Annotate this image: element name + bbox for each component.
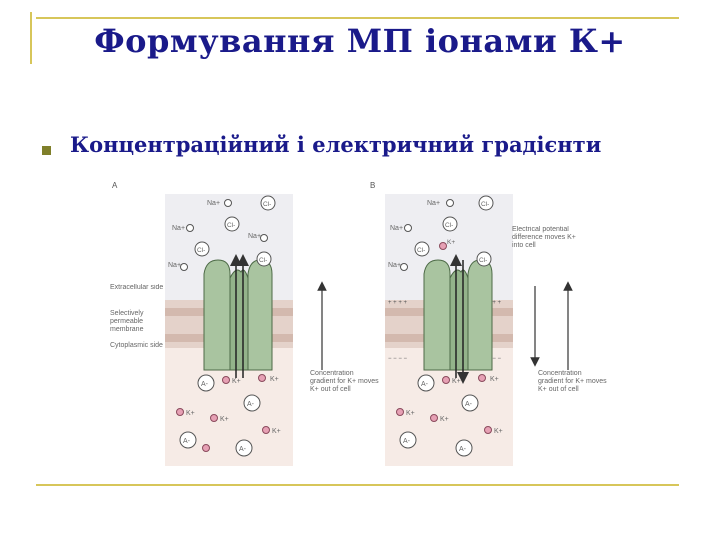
svg-text:A-: A- (201, 381, 209, 388)
panel-a: A Na+ Cl- Na+ Cl- Na+ Cl- Na+ (110, 181, 379, 466)
svg-text:A-: A- (247, 401, 255, 408)
svg-text:Cl-: Cl- (197, 247, 205, 254)
panel-a-channel (203, 254, 273, 378)
panel-a-concentration-arrow: Concentration gradient for K+ moves K+ o… (310, 281, 379, 393)
svg-text:Cl-: Cl- (263, 201, 271, 208)
panel-b-channel (423, 254, 493, 384)
panel-b-letter: B (370, 181, 375, 190)
membrane-positive-charges: + + + + (388, 300, 408, 306)
slide-title: Формування МП іонами К+ (94, 22, 626, 60)
svg-text:A-: A- (421, 381, 429, 388)
svg-text:A-: A- (465, 401, 473, 408)
panel-b-electrical-arrow: Electrical potential difference moves K+… (512, 226, 576, 367)
ion-channel-figure: A Na+ Cl- Na+ Cl- Na+ Cl- Na+ (110, 181, 607, 466)
label-cytoplasmic: Cytoplasmic side (110, 342, 163, 349)
svg-text:Na+: Na+ (427, 200, 440, 207)
panel-a-letter: A (112, 181, 118, 190)
panel-b-concentration-arrow: Concentration gradient for K+ moves K+ o… (538, 281, 607, 393)
membrane-negative-charges: − − − − (388, 356, 408, 362)
svg-text:A-: A- (403, 438, 411, 445)
bullet-text: Концентраційний і електричний градієнти (70, 132, 602, 157)
svg-text:K+: K+ (232, 378, 241, 385)
bullet-marker (42, 146, 51, 155)
svg-text:Na+: Na+ (168, 262, 181, 269)
svg-text:K+: K+ (406, 410, 415, 417)
svg-text:Cl-: Cl- (227, 222, 235, 229)
frame-top-line (36, 17, 679, 19)
panel-b-outside-ions: Na+ Cl- Na+ Cl- Cl- K+ Na+ Cl- (388, 195, 494, 271)
svg-text:K+: K+ (272, 428, 281, 435)
svg-text:A-: A- (183, 438, 191, 445)
svg-text:Na+: Na+ (248, 233, 261, 240)
label-membrane: Selectively permeable membrane (110, 310, 144, 333)
frame-left-line (30, 12, 32, 64)
svg-text:Na+: Na+ (207, 200, 220, 207)
svg-text:A-: A- (239, 446, 247, 453)
svg-text:Cl-: Cl- (481, 201, 489, 208)
svg-text:K+: K+ (447, 239, 455, 246)
frame-bottom-line (36, 484, 679, 486)
panel-a-outside-ions: Na+ Cl- Na+ Cl- Na+ Cl- Na+ Cl- (168, 195, 276, 271)
svg-text:K+: K+ (490, 376, 499, 383)
svg-text:K+: K+ (494, 428, 503, 435)
svg-text:Cl-: Cl- (417, 247, 425, 254)
svg-text:Cl-: Cl- (259, 257, 267, 264)
svg-text:K+: K+ (452, 378, 461, 385)
svg-text:K+: K+ (440, 416, 449, 423)
panel-a-side-labels: Extracellular side Selectively permeable… (110, 284, 164, 349)
svg-text:A-: A- (459, 446, 467, 453)
svg-text:Na+: Na+ (390, 225, 403, 232)
label-extracellular: Extracellular side (110, 284, 164, 291)
panel-b-inside-ions: A- K+ K+ K+ K+ A- A- A- K+ (396, 374, 503, 457)
panel-a-inside-ions: A- K+ K+ K+ K+ A- K+ A- A- (176, 374, 281, 457)
panel-b: B + + + + + + + + − − − − − − − − Na+ Cl… (370, 181, 607, 466)
svg-text:Na+: Na+ (388, 262, 401, 269)
svg-text:Cl-: Cl- (479, 257, 487, 264)
svg-text:K+: K+ (220, 416, 229, 423)
svg-text:Cl-: Cl- (445, 222, 453, 229)
svg-text:Na+: Na+ (172, 225, 185, 232)
svg-text:K+: K+ (186, 410, 195, 417)
svg-text:K+: K+ (270, 376, 279, 383)
